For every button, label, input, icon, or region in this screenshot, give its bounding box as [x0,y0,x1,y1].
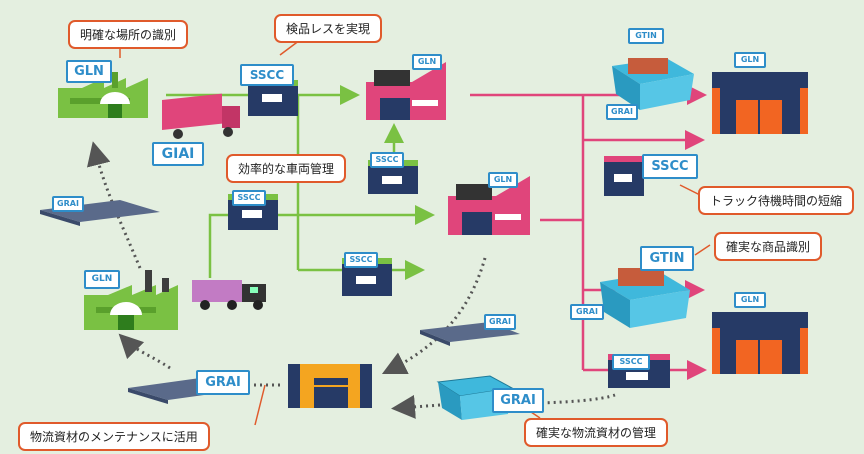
return-pallet-to-factory-bottom [118,333,171,370]
tag-sscc-top: SSCC [240,64,294,86]
tag-gln-warehouse-mid: GLN [488,172,518,188]
callout-vehicle-mgmt: 効率的な車両管理 [226,154,347,183]
distribution-center-icon [288,364,372,408]
tag-grai-mid: GRAI [570,304,604,320]
tag-sscc-lower: SSCC [344,252,378,268]
empty-pallet-left [40,200,160,226]
pallet-stack-right [604,156,644,196]
pointer-maintenance [254,384,266,426]
tag-grai-crate: GRAI [492,388,544,413]
tag-gtin-top: GTIN [628,28,664,44]
tag-sscc-mid: SSCC [370,152,404,168]
tag-gln-store-top: GLN [734,52,766,68]
store-top-icon [712,72,808,134]
tag-grai-pallet-bottom: GRAI [196,370,250,395]
callout-clear-location: 明確な場所の識別 [68,20,189,49]
callout-material-mgmt: 確実な物流資材の管理 [524,418,669,447]
flow-truck-to-warehouse-mid [208,205,435,278]
callout-product-id: 確実な商品識別 [714,232,823,261]
callout-inspection-less: 検品レスを実現 [274,14,383,43]
callout-maintenance: 物流資材のメンテナンスに活用 [18,422,210,451]
warehouse-top-icon [366,62,446,120]
tag-gln-factory-bottom: GLN [84,270,120,289]
store-bottom-icon [712,312,808,374]
truck-purple-icon [192,280,266,310]
crate-mid-icon [600,268,690,328]
pointer-truck-wait [679,184,701,196]
tag-sscc-right: SSCC [642,154,698,179]
factory-top-icon [58,72,148,118]
factory-bottom-icon [84,270,178,330]
truck-pink-icon [162,93,240,139]
tag-grai-pallet-left: GRAI [52,196,84,212]
tag-gln-warehouse-top: GLN [412,54,442,70]
tag-giai: GIAI [152,142,204,166]
tag-sscc-right-lower: SSCC [612,354,650,370]
warehouse-mid-icon [448,176,530,235]
tag-gtin-mid: GTIN [640,246,694,271]
pointer-product-id [694,244,711,256]
crate-top-icon [612,58,694,110]
return-from-warehouse [381,257,487,375]
tag-grai-pallet-center: GRAI [484,314,516,330]
tag-gln-store-bottom: GLN [734,292,766,308]
tag-sscc-left: SSCC [232,190,266,206]
callout-truck-wait: トラック待機時間の短縮 [698,186,855,215]
tag-gln-factory-top: GLN [66,60,112,83]
tag-grai-top: GRAI [606,104,638,120]
return-crate-to-dc [391,394,441,419]
return-store-to-crate [539,393,616,405]
